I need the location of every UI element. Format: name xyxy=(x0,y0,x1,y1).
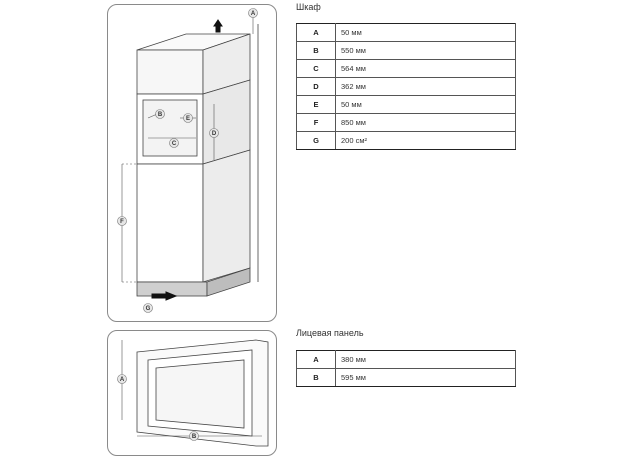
label-a: A xyxy=(251,11,256,17)
front-panel-dimensions-table: A 380 мм B 595 мм xyxy=(296,350,516,387)
table-row: F 850 мм xyxy=(296,113,516,132)
label-g: G xyxy=(146,306,151,312)
front-callout-a-circle xyxy=(117,374,127,384)
row-value: 380 мм xyxy=(335,350,516,369)
label-c: C xyxy=(172,141,177,147)
table-row: G 200 см² xyxy=(296,131,516,150)
row-value: 362 мм xyxy=(335,77,516,96)
table-row: A 380 мм xyxy=(296,350,516,369)
callout-c-circle xyxy=(169,138,179,148)
row-value: 564 мм xyxy=(335,59,516,78)
table-row: D 362 мм xyxy=(296,77,516,96)
air-outlet-arrow xyxy=(213,19,223,33)
row-value: 850 мм xyxy=(335,113,516,132)
row-key: B xyxy=(296,41,336,60)
row-key: E xyxy=(296,95,336,114)
row-value: 200 см² xyxy=(335,131,516,150)
row-value: 50 мм xyxy=(335,23,516,42)
cabinet-lower-side xyxy=(202,149,251,283)
callout-f-circle xyxy=(117,216,127,226)
row-key: G xyxy=(296,131,336,150)
table-row: C 564 мм xyxy=(296,59,516,78)
cabinet-lower-front xyxy=(136,163,204,283)
cabinet-plinth-side xyxy=(206,267,251,297)
cabinet-niche-opening xyxy=(142,99,198,157)
row-key: A xyxy=(296,23,336,42)
label-e: E xyxy=(186,116,190,122)
cabinet-upper-front xyxy=(136,49,204,95)
row-value: 550 мм xyxy=(335,41,516,60)
row-key: A xyxy=(296,350,336,369)
callout-d-circle xyxy=(209,128,219,138)
callout-b-circle xyxy=(155,109,165,119)
callout-a-circle xyxy=(248,8,258,18)
label-f: F xyxy=(120,219,124,225)
label-b: B xyxy=(158,112,163,118)
row-key: B xyxy=(296,368,336,387)
callout-e-circle xyxy=(183,113,193,123)
air-inlet-arrow xyxy=(151,291,178,301)
row-key: D xyxy=(296,77,336,96)
front-label-b: B xyxy=(192,434,197,440)
row-key: F xyxy=(296,113,336,132)
front-panel-heading: Лицевая панель xyxy=(296,328,364,338)
front-callout-b-circle xyxy=(189,431,199,441)
front-panel-diagram-panel xyxy=(107,330,277,456)
callout-g-circle xyxy=(143,303,153,313)
table-row: B 550 мм xyxy=(296,41,516,60)
label-d: D xyxy=(212,131,217,137)
table-row: E 50 мм xyxy=(296,95,516,114)
front-panel-opening-inner xyxy=(155,359,245,429)
table-row: A 50 мм xyxy=(296,23,516,42)
table-row: B 595 мм xyxy=(296,368,516,387)
front-label-a: A xyxy=(120,377,125,383)
row-value: 595 мм xyxy=(335,368,516,387)
row-key: C xyxy=(296,59,336,78)
cabinet-heading: Шкаф xyxy=(296,2,321,12)
cabinet-dimensions-table: A 50 мм B 550 мм C 564 мм D 362 мм E 50 … xyxy=(296,23,516,150)
row-value: 50 мм xyxy=(335,95,516,114)
cabinet-middle-side xyxy=(202,79,251,165)
